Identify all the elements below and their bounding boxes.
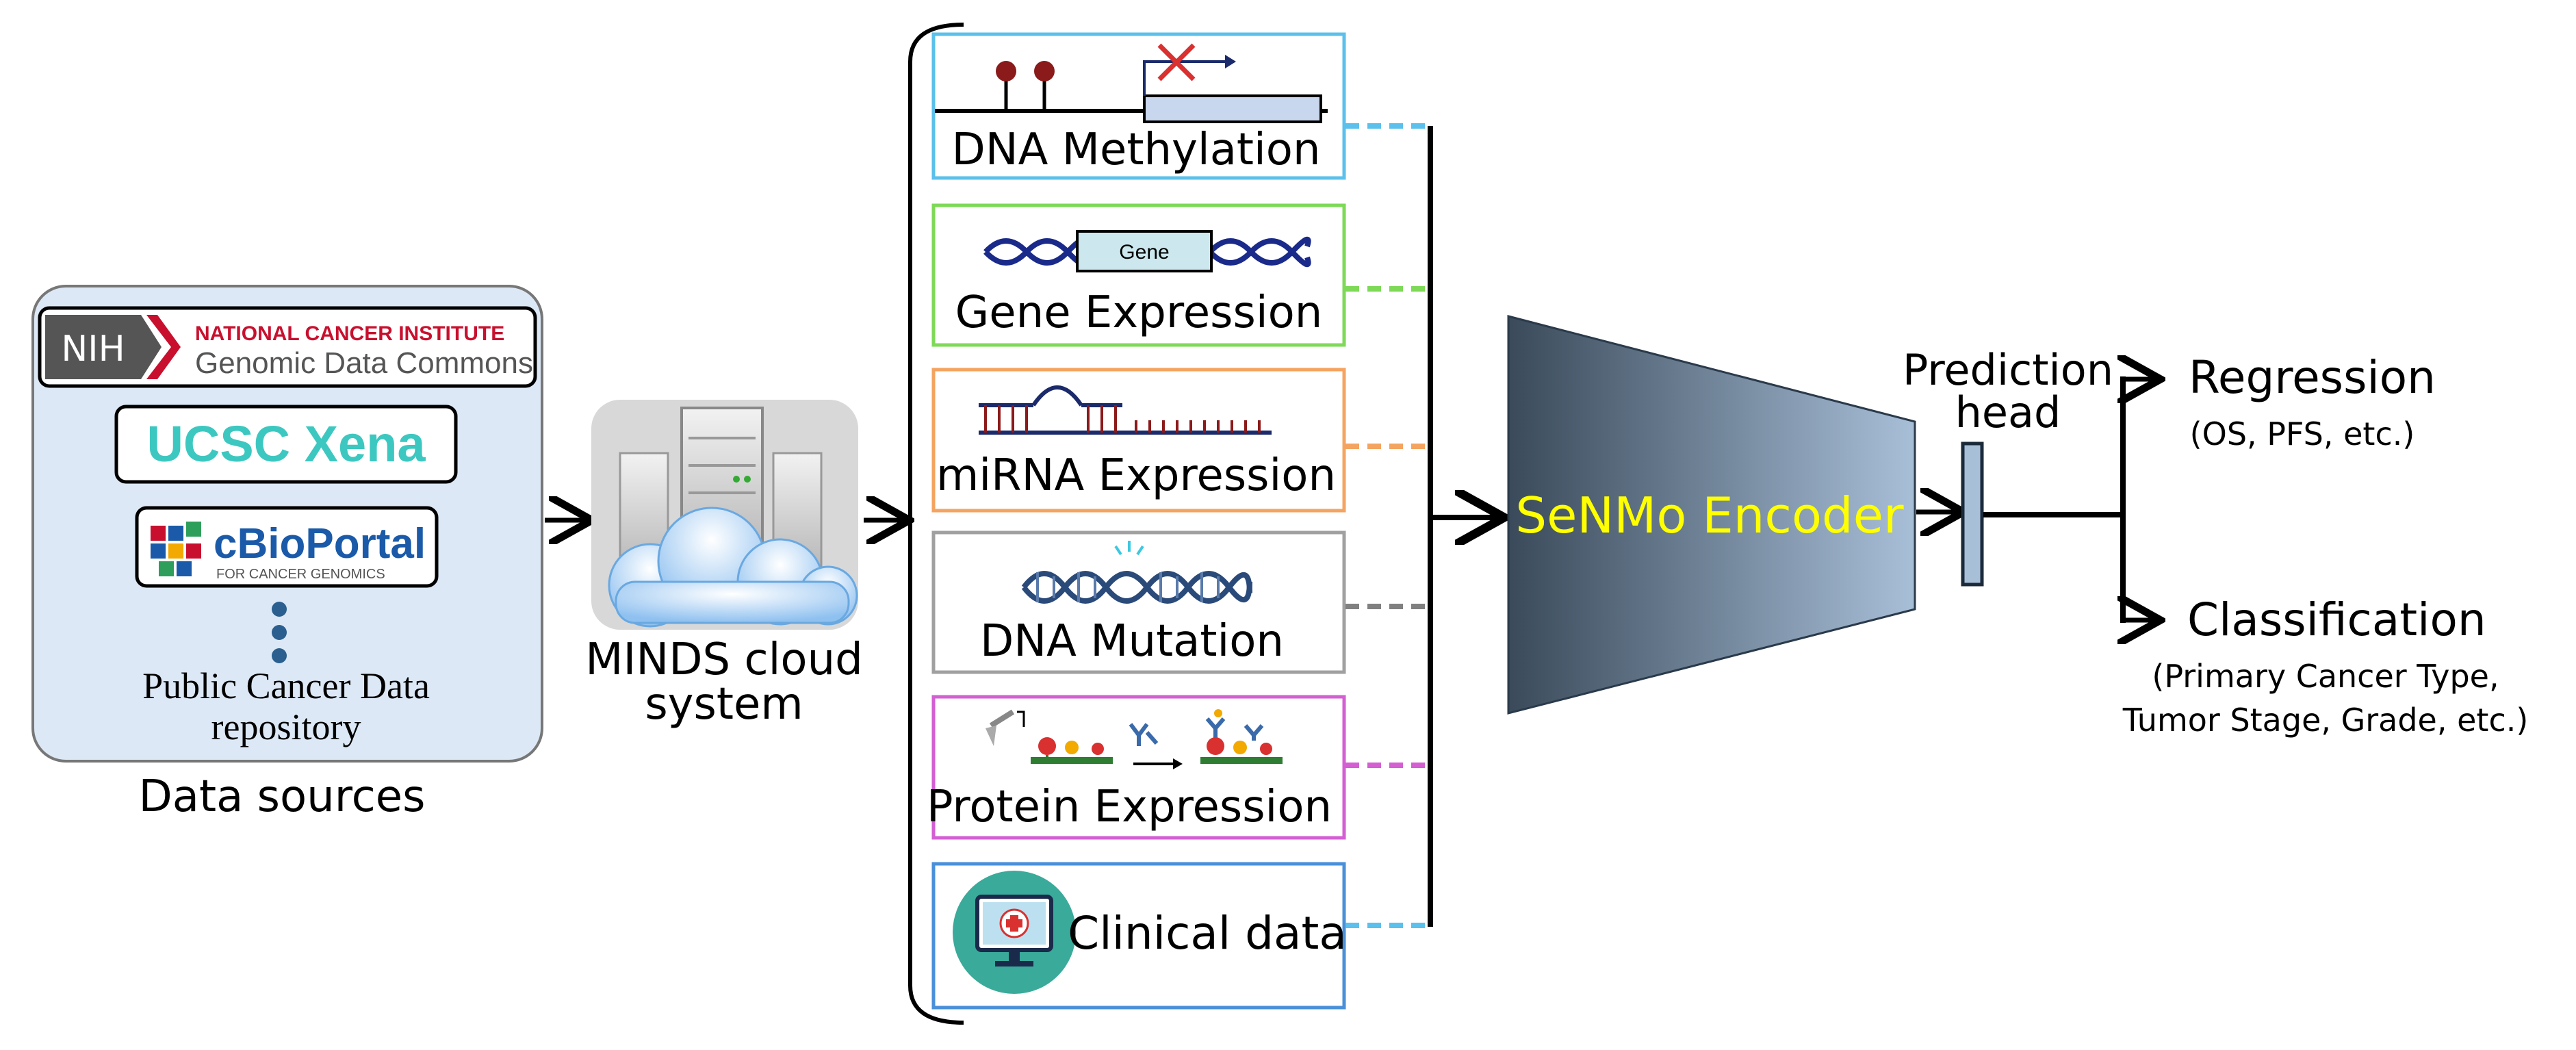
head-label-line2: head <box>1955 387 2061 437</box>
nih-chevron-icon <box>146 315 181 379</box>
output-classification-sub1: (Primary Cancer Type, <box>2152 658 2499 695</box>
cloud-server-icon <box>591 400 858 630</box>
repo-line2: repository <box>211 706 361 747</box>
gene-box-label: Gene <box>1119 241 1169 264</box>
output-classification-sub2: Tumor Stage, Grade, etc.) <box>2122 702 2529 739</box>
modality-connectors <box>1345 123 1433 928</box>
output-regression-sub: (OS, PFS, etc.) <box>2190 415 2415 452</box>
senmo-encoder: SeNMo Encoder <box>1507 315 1916 715</box>
modality-label: Gene Expression <box>955 287 1323 338</box>
cbioportal-logo: cBioPortal FOR CANCER GENOMICS <box>135 506 439 588</box>
modality-gene-expression: Gene Gene Expression <box>931 203 1346 347</box>
modality-label: DNA Mutation <box>980 616 1284 667</box>
data-sources-panel: NIH NATIONAL CANCER INSTITUTE Genomic Da… <box>31 285 543 763</box>
modality-dna-methylation: DNA Methylation <box>931 32 1346 180</box>
output-branches <box>1983 376 2156 623</box>
modality-label: Protein Expression <box>927 782 1332 832</box>
repo-line1: Public Cancer Data <box>142 665 430 706</box>
modality-label: DNA Methylation <box>952 125 1321 175</box>
xena-name: UCSC Xena <box>146 415 426 472</box>
modality-mirna-expression: miRNA Expression <box>931 368 1346 513</box>
modality-brace <box>908 23 964 1025</box>
cloud-label-line1: MINDS cloud <box>585 635 863 685</box>
modality-protein-expression: Protein Expression <box>927 695 1346 840</box>
modality-clinical-data: Clinical data <box>931 862 1347 1010</box>
encoder-label: SeNMo Encoder <box>1515 487 1904 544</box>
gdc-logo: NIH NATIONAL CANCER INSTITUTE Genomic Da… <box>38 306 537 388</box>
modality-label: Clinical data <box>1068 907 1347 960</box>
dna-mutation-icon <box>1021 541 1252 604</box>
more-dots-icon <box>272 602 287 663</box>
methylation-icon <box>935 43 1328 123</box>
cloud-label-line2: system <box>645 679 803 730</box>
xena-logo: UCSC Xena <box>114 405 458 484</box>
nih-badge <box>45 315 141 379</box>
modality-dna-mutation: DNA Mutation <box>931 530 1346 674</box>
cbioportal-icon <box>151 522 201 576</box>
cbioportal-name: cBioPortal <box>214 520 426 567</box>
cbioportal-sub: FOR CANCER GENOMICS <box>216 567 385 582</box>
mirna-hairpin-icon <box>979 385 1272 435</box>
clinical-monitor-icon <box>953 871 1076 994</box>
nih-badge-text: NIH <box>61 329 125 370</box>
gene-helix-icon: Gene <box>983 230 1311 272</box>
prediction-head <box>1961 441 1984 587</box>
protein-assay-icon <box>986 709 1283 769</box>
modality-label: miRNA Expression <box>936 450 1336 501</box>
nci-name: NATIONAL CANCER INSTITUTE <box>195 322 504 345</box>
gdc-name: Genomic Data Commons <box>195 346 533 380</box>
data-sources-caption: Data sources <box>138 771 425 822</box>
output-classification: Classification <box>2187 593 2486 646</box>
output-regression: Regression <box>2189 351 2436 404</box>
head-label-line1: Prediction <box>1903 345 2113 395</box>
